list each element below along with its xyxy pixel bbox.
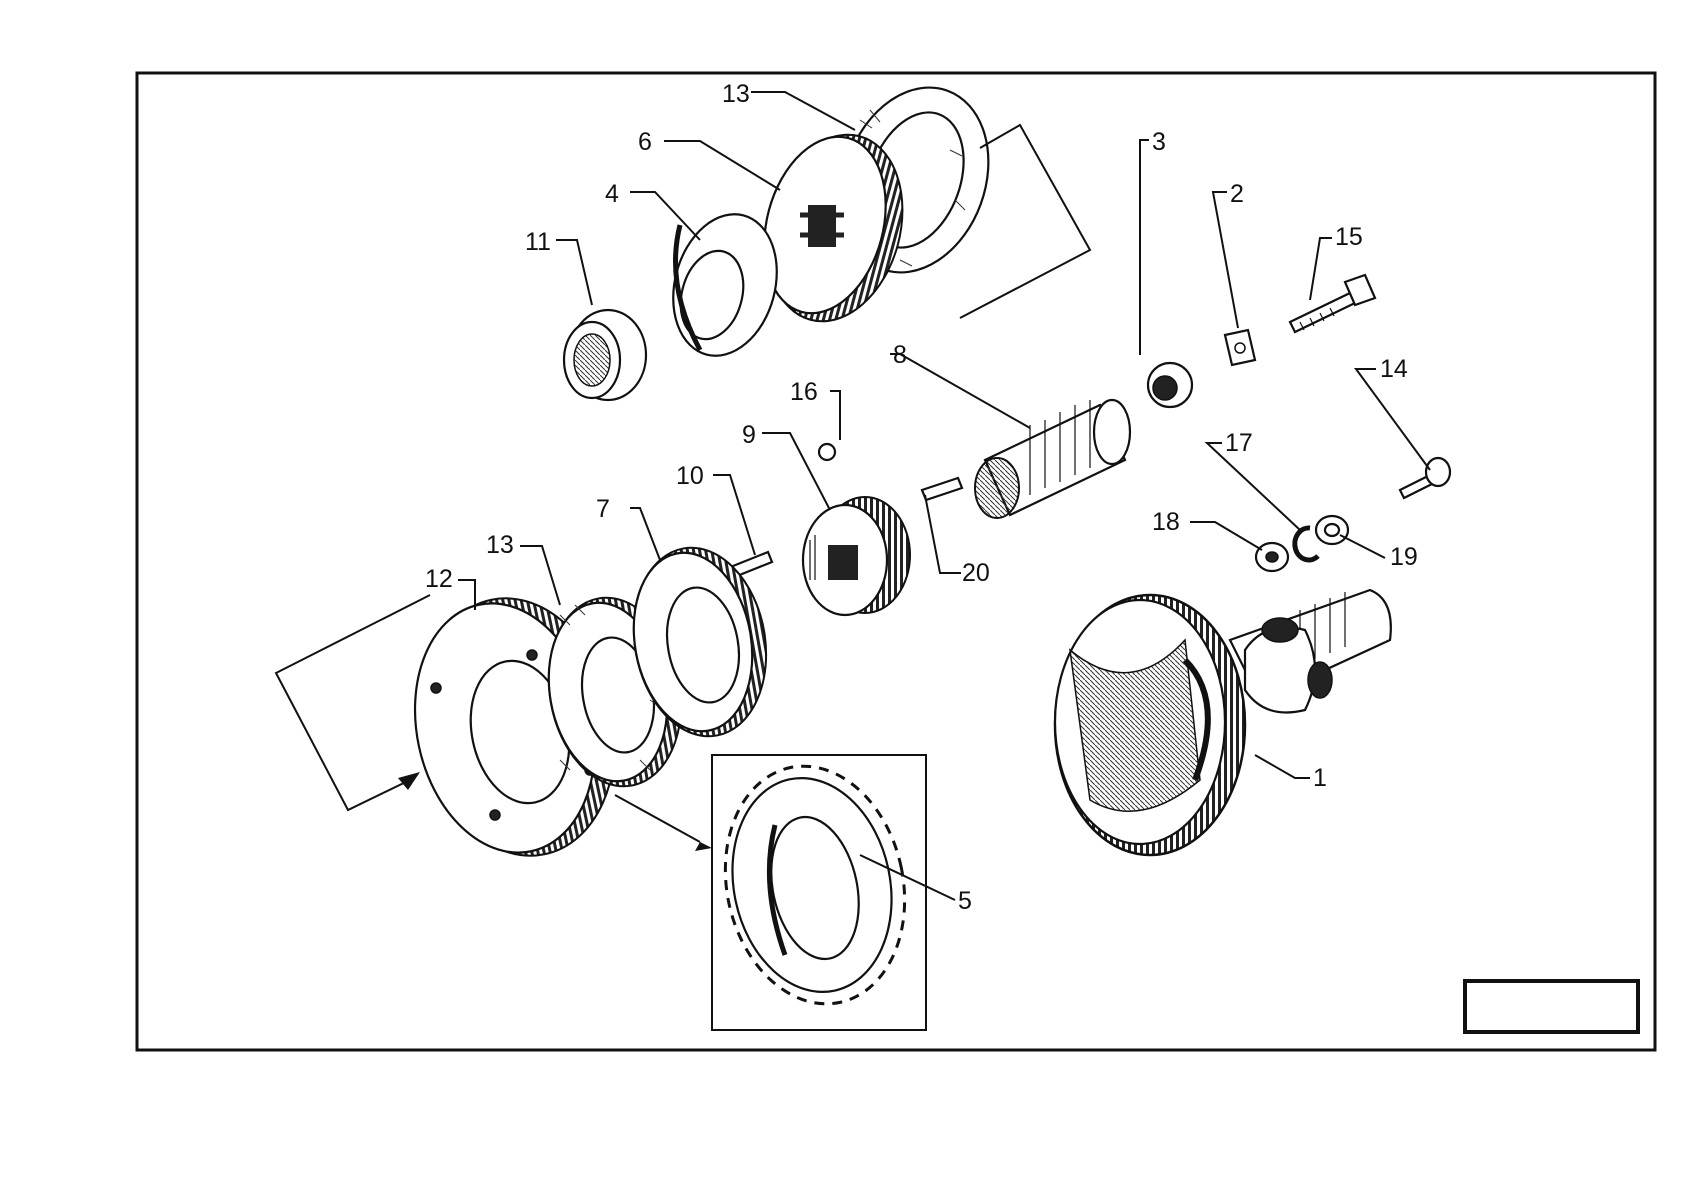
callout-20: 20: [962, 559, 990, 587]
part-3-small-nut: [1146, 361, 1194, 409]
callout-11: 11: [525, 228, 551, 256]
callout-labels: 13 6 4 11 3 2 15 8 14 16 9 17 10 7 18 13…: [425, 80, 1418, 915]
callout-9: 9: [742, 421, 756, 449]
callout-16: 15: [1335, 223, 1363, 251]
callout-5: 5: [958, 887, 972, 915]
callout-17: 18: [1152, 508, 1180, 536]
callout-7: 7: [596, 495, 610, 523]
callout-4: 4: [605, 180, 619, 208]
part-18-circlip: [1292, 525, 1320, 563]
callout-3: 3: [1152, 128, 1166, 156]
part-1-bevel-gear-housing: [1053, 588, 1392, 857]
callout-13-top: 13: [722, 80, 750, 108]
callout-12: 12: [425, 565, 453, 593]
figure-label-box: [1463, 979, 1640, 1034]
callout-10: 10: [676, 462, 704, 490]
callout-15: 14: [1380, 355, 1408, 383]
part-2-lock-tab: [1223, 328, 1257, 367]
grouping-brackets: [274, 123, 1092, 851]
part-4-dished-washer: [672, 213, 778, 357]
callout-19: 19: [1390, 543, 1418, 571]
part-5-sprocket-inset: [711, 754, 927, 1031]
callout-18: 17: [1225, 429, 1253, 457]
callout-2: 2: [1230, 180, 1244, 208]
part-20-pin: [920, 476, 964, 502]
callout-8: 8: [893, 341, 907, 369]
leader-lines: [458, 91, 1431, 901]
part-6-pressure-plate: [763, 133, 904, 323]
part-16-bolt: [1288, 273, 1377, 334]
part-7-steel-disc: [632, 546, 768, 738]
part-17-nut: [1254, 541, 1290, 573]
figure-frame: [135, 71, 1657, 1052]
part-19-washer: [1314, 514, 1350, 546]
part-9-coupling: [801, 496, 911, 617]
callout-14: 16: [790, 378, 818, 406]
callout-13-lower: 13: [486, 531, 514, 559]
callout-6: 6: [638, 128, 652, 156]
part-14-ball: [817, 442, 837, 462]
callout-1: 1: [1313, 764, 1327, 792]
part-11-slotted-nut: [562, 308, 648, 402]
part-8-splined-hub: [974, 398, 1132, 519]
part-15-small-bolt: [1398, 456, 1452, 500]
